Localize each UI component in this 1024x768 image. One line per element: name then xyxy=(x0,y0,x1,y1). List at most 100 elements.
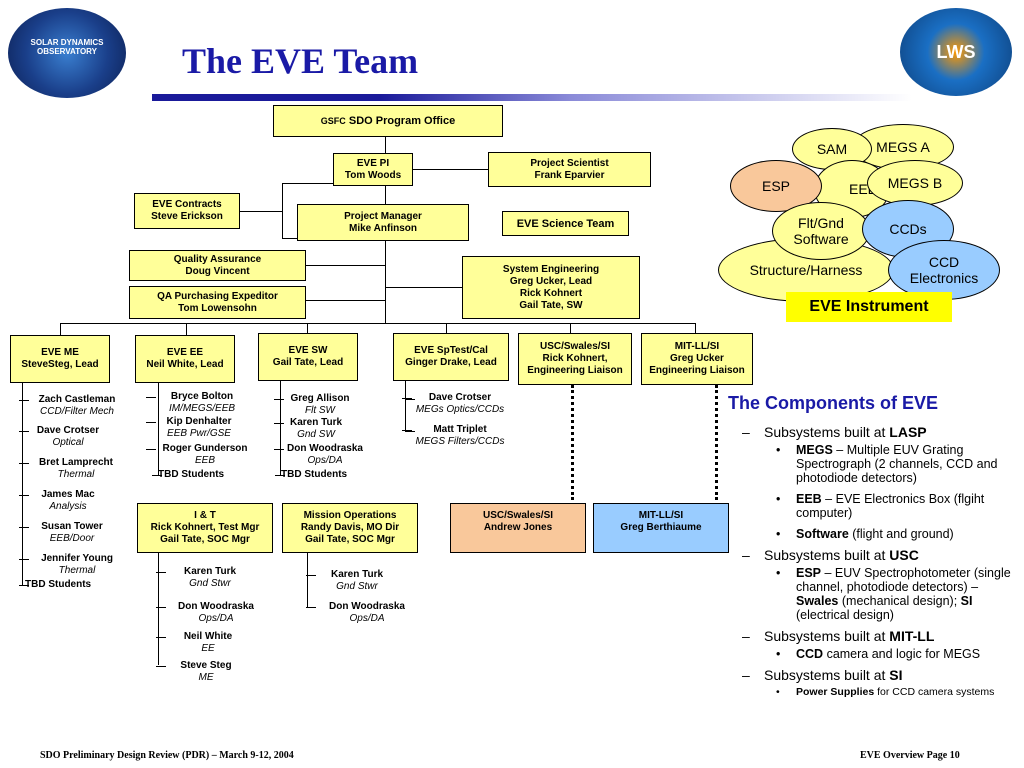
flt-gnd-label: Flt/Gnd Software xyxy=(793,215,849,247)
quality-assurance-box: Quality Assurance Doug Vincent xyxy=(129,250,306,281)
footer-right: EVE Overview Page 10 xyxy=(860,750,960,761)
sys-eng-member: Rick Kohnert xyxy=(519,287,583,299)
person-name: Dave Crotser xyxy=(428,392,492,403)
person-name: Dave Crotser xyxy=(36,425,100,436)
eve-science-team-label: EVE Science Team xyxy=(516,217,615,230)
connector-tick xyxy=(274,449,284,450)
ccds-label: CCDs xyxy=(889,221,927,237)
person-role: EEB Pwr/GSE xyxy=(167,428,231,439)
person-role: CCD/Filter Mech xyxy=(40,406,114,417)
sdo-logo-text: SOLAR DYNAMICS OBSERVATORY xyxy=(30,38,104,56)
person-role: EEB/Door xyxy=(49,533,95,544)
connector xyxy=(385,186,386,204)
person-name: Bryce Bolton xyxy=(170,391,234,402)
liaison-dotted-line xyxy=(715,385,718,500)
mit-name: Greg Berthiaume xyxy=(620,522,702,533)
ee-person: TBD Students xyxy=(158,469,238,481)
person-name: Kip Denhalter xyxy=(166,416,232,427)
eve-pi-title: EVE PI xyxy=(356,157,390,169)
connector-tick xyxy=(306,607,316,608)
connector xyxy=(280,381,281,475)
connector-tick xyxy=(146,422,156,423)
connector-tick xyxy=(19,431,29,432)
mo-line2: Gail Tate, SOC Mgr xyxy=(305,534,395,545)
mit-title: MIT-LL/SI xyxy=(638,510,684,521)
me-person: TBD Students xyxy=(25,579,109,591)
connector-tick xyxy=(146,397,156,398)
connector xyxy=(446,323,447,333)
megs-b-label: MEGS B xyxy=(887,175,943,191)
connector-tick xyxy=(152,475,162,476)
connector xyxy=(306,265,386,266)
mit-ll-si-box: MIT-LL/SI Greg Berthiaume xyxy=(593,503,729,553)
subsystem-title: EVE ME xyxy=(41,347,79,358)
subsystem-lead: Greg Ucker xyxy=(670,353,724,364)
megs-a-label: MEGS A xyxy=(876,139,930,155)
it-line2: Gail Tate, SOC Mgr xyxy=(160,534,250,545)
connector xyxy=(158,383,159,475)
subsystem-lead: Neil White, Lead xyxy=(146,359,224,370)
person-name: Susan Tower xyxy=(41,521,103,532)
esp-label: ESP xyxy=(761,178,790,194)
sdo-program-office-box: GSFC SDO Program Office xyxy=(273,105,503,137)
person-name: TBD Students xyxy=(158,469,225,480)
megs-name: MEGS xyxy=(796,443,833,457)
connector xyxy=(405,431,415,432)
qa-purchasing-title: QA Purchasing Expeditor xyxy=(157,290,278,302)
connector xyxy=(306,300,386,301)
connector-tick xyxy=(274,399,284,400)
person-name: James Mac xyxy=(41,489,95,500)
person-role: MEGs Optics/CCDs xyxy=(415,404,505,415)
si-label: SI xyxy=(889,667,903,683)
esp-name: ESP xyxy=(796,566,822,580)
usc-prefix: Subsystems built at xyxy=(764,547,890,563)
person-role: ME xyxy=(198,672,214,683)
sam-label: SAM xyxy=(816,141,848,157)
qa-purchasing-name: Tom Lowensohn xyxy=(178,302,257,314)
person-name: TBD Students xyxy=(281,469,348,480)
person-name: Bret Lamprecht xyxy=(39,457,113,468)
connector-tick xyxy=(19,495,29,496)
usc-name: Andrew Jones xyxy=(483,522,553,533)
connector-tick xyxy=(306,575,316,576)
connector xyxy=(60,323,695,324)
project-scientist-name: Frank Eparvier xyxy=(534,169,605,181)
megs-b-ellipse: MEGS B xyxy=(867,160,963,206)
person-name: Karen Turk xyxy=(183,566,237,577)
person-role: Thermal xyxy=(57,469,95,480)
lasp-prefix: Subsystems built at xyxy=(764,424,890,440)
connector-tick xyxy=(156,637,166,638)
megs-desc: – Multiple EUV Grating Spectrograph (2 c… xyxy=(796,443,998,485)
sys-eng-lead: Greg Ucker, Lead xyxy=(509,275,593,287)
ccd-name: CCD xyxy=(796,647,824,661)
person-name: Karen Turk xyxy=(289,417,343,428)
program-office-prefix: GSFC xyxy=(320,116,346,126)
eve-contracts-box: EVE Contracts Steve Erickson xyxy=(134,193,240,229)
page-title: The EVE Team xyxy=(182,41,419,81)
qa-purchasing-box: QA Purchasing Expeditor Tom Lowensohn xyxy=(129,286,306,319)
person-name: Roger Gunderson xyxy=(162,443,248,454)
usc-swales-si-liaison-box: USC/Swales/SI Rick Kohnert, Engineering … xyxy=(518,333,632,385)
eve-pi-box: EVE PI Tom Woods xyxy=(333,153,413,186)
esp-ellipse: ESP xyxy=(730,160,822,212)
component-software: Software (flight and ground) xyxy=(742,527,1017,541)
connector xyxy=(570,323,571,333)
usc-swales-si-box: USC/Swales/SI Andrew Jones xyxy=(450,503,586,553)
ccd-electronics-ellipse: CCD Electronics xyxy=(888,240,1000,300)
subsystem-title: EVE SpTest/Cal xyxy=(414,345,488,356)
lws-logo: LWS xyxy=(900,8,1012,96)
connector-tick xyxy=(19,463,29,464)
subsystem-title: EVE EE xyxy=(166,347,204,358)
connector xyxy=(405,399,415,400)
person-role: Ops/DA xyxy=(349,613,385,624)
lws-logo-text: LWS xyxy=(936,42,976,62)
